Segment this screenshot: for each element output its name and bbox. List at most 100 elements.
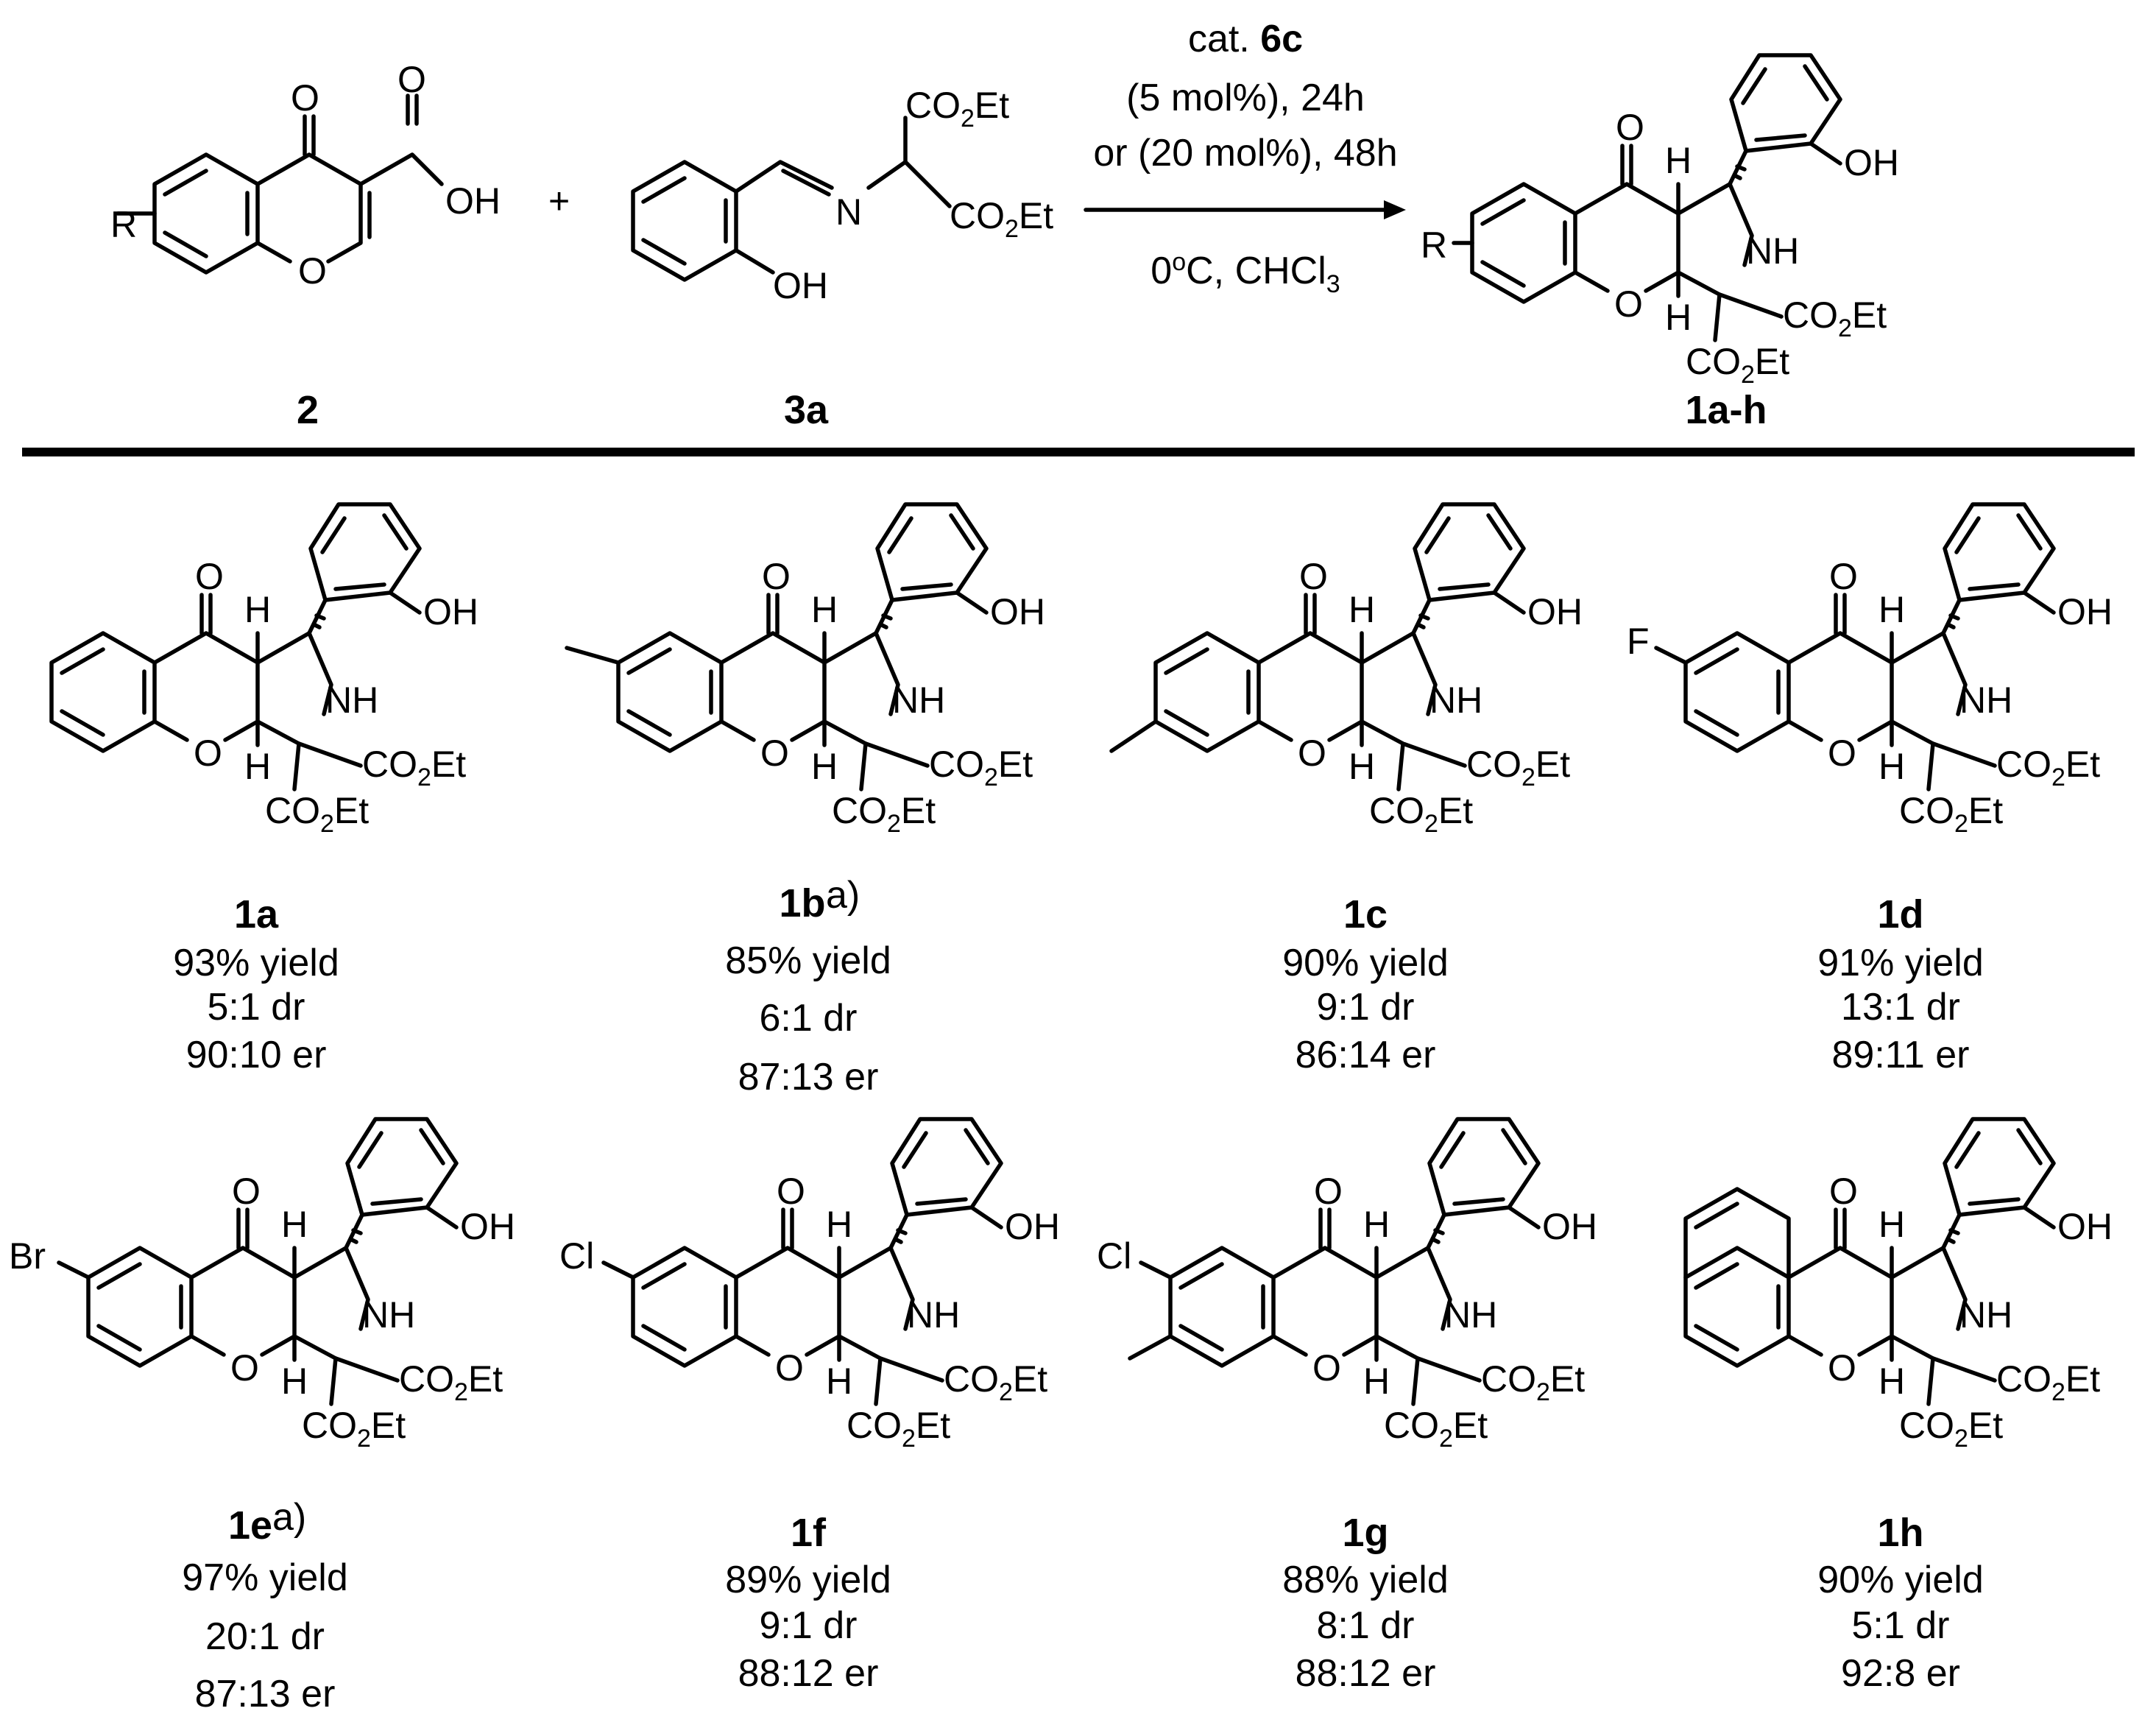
svg-text:H: H [1363,1204,1390,1245]
product-1h-structure: O O H H NH OH CO2Et CO2Et [1683,1119,2113,1453]
svg-text:CO2Et: CO2Et [1996,1358,2100,1406]
caption-1f: 1f 89% yield 9:1 dr 88:12 er [725,1511,891,1695]
svg-text:H: H [1878,746,1905,787]
plus-sign: + [548,180,570,222]
reactant-2-structure: O O O OH R [110,59,501,292]
svg-text:H: H [1665,297,1692,338]
svg-text:1b: 1b [779,881,825,925]
svg-text:Br: Br [9,1235,46,1277]
svg-text:H: H [1665,140,1692,181]
svg-text:Cl: Cl [559,1235,594,1277]
svg-text:NH: NH [1429,680,1482,721]
product-1b-structure: O O H H NH OH CO2Et CO2Et [565,504,1045,838]
caption-1e: 1e a) 97% yield 20:1 dr 87:13 er [182,1496,347,1715]
conditions-line-1: cat. 6c [1188,18,1303,60]
svg-text:90% yield: 90% yield [1282,942,1448,984]
svg-text:OH: OH [460,1206,515,1247]
caption-1c: 1c 90% yield 9:1 dr 86:14 er [1282,892,1448,1076]
svg-text:CO2Et: CO2Et [362,744,466,791]
svg-text:H: H [281,1361,308,1402]
svg-text:NH: NH [907,1294,960,1336]
svg-text:CO2Et: CO2Et [1686,341,1789,389]
svg-text:87:13 er: 87:13 er [195,1673,336,1715]
svg-text:O: O [195,556,224,597]
svg-text:OH: OH [2057,1206,2113,1247]
conditions-line-2: (5 mol%), 24h [1126,77,1365,119]
svg-text:F: F [1627,621,1650,662]
atom-O: O [397,59,426,100]
svg-text:O: O [232,1171,261,1212]
svg-text:O: O [1829,1171,1858,1212]
svg-text:O: O [194,733,222,774]
ester-label: CO2Et [950,195,1053,243]
svg-text:H: H [826,1361,852,1402]
svg-text:NH: NH [362,1294,415,1336]
product-1g-structure: Cl O O H H NH OH CO2Et CO2Et [1097,1119,1597,1453]
svg-text:OH: OH [1542,1206,1597,1247]
svg-text:H: H [1349,589,1375,630]
svg-text:CO2Et: CO2Et [399,1358,503,1406]
caption-1b: 1b a) 85% yield 6:1 dr 87:13 er [725,874,891,1098]
svg-text:93% yield: 93% yield [173,942,339,984]
svg-text:OH: OH [423,591,478,632]
svg-text:NH: NH [1746,230,1799,272]
product-label: 1a-h [1685,388,1767,432]
svg-text:O: O [1299,556,1328,597]
svg-text:NH: NH [892,680,945,721]
svg-text:H: H [1878,589,1905,630]
svg-text:H: H [826,1204,852,1245]
reactant-2-label: 2 [297,388,319,432]
svg-text:1a: 1a [234,892,279,936]
reaction-arrow [1084,200,1406,219]
svg-text:H: H [281,1204,308,1245]
svg-text:CO2Et: CO2Et [929,744,1033,791]
svg-text:H: H [811,746,838,787]
svg-text:O: O [760,733,789,774]
svg-text:1h: 1h [1877,1511,1923,1555]
svg-text:CO2Et: CO2Et [1466,744,1570,791]
svg-text:O: O [1312,1347,1341,1389]
svg-text:86:14 er: 86:14 er [1296,1034,1436,1076]
ester-label: CO2Et [905,85,1009,133]
conditions-line-3: or (20 mol%), 48h [1093,132,1397,174]
product-generic-structure: O O H H NH OH CO2Et CO2Et R [1421,55,1899,389]
caption-1a: 1a 93% yield 5:1 dr 90:10 er [173,892,339,1076]
svg-text:CO2Et: CO2Et [847,1405,950,1453]
svg-text:H: H [1349,746,1375,787]
svg-text:8:1 dr: 8:1 dr [1317,1604,1415,1647]
svg-text:O: O [1616,107,1644,148]
svg-text:1f: 1f [791,1511,827,1555]
svg-text:NH: NH [325,680,378,721]
svg-text:OH: OH [1844,142,1899,183]
svg-text:R: R [1421,225,1447,266]
svg-text:CO2Et: CO2Et [1369,790,1473,838]
svg-text:20:1 dr: 20:1 dr [205,1615,325,1658]
svg-text:90% yield: 90% yield [1817,1559,1983,1601]
svg-text:NH: NH [1444,1294,1497,1336]
product-1c-structure: O O H H NH OH CO2Et CO2Et [1109,504,1583,838]
svg-text:90:10 er: 90:10 er [186,1034,327,1076]
product-1a-structure: O O H H NH OH CO2Et CO2Et [52,504,478,838]
svg-text:O: O [1829,556,1858,597]
svg-text:13:1 dr: 13:1 dr [1841,986,1960,1029]
svg-text:OH: OH [990,591,1045,632]
svg-text:O: O [775,1347,804,1389]
svg-text:OH: OH [1005,1206,1060,1247]
svg-text:87:13 er: 87:13 er [738,1056,879,1098]
svg-text:6:1 dr: 6:1 dr [760,997,858,1040]
svg-text:1d: 1d [1877,892,1923,936]
svg-text:O: O [1614,283,1643,325]
svg-text:O: O [230,1347,259,1389]
svg-text:CO2Et: CO2Et [302,1405,406,1453]
atom-O: O [298,250,327,292]
svg-text:a): a) [272,1496,306,1539]
product-1f-structure: Cl O O H H NH OH CO2Et CO2Et [559,1119,1060,1453]
reactant-3a-structure: N OH CO2Et CO2Et [631,85,1053,306]
svg-text:O: O [1314,1171,1343,1212]
caption-1h: 1h 90% yield 5:1 dr 92:8 er [1817,1511,1983,1695]
svg-text:NH: NH [1959,680,2012,721]
svg-text:O: O [1298,733,1326,774]
svg-text:CO2Et: CO2Et [1783,294,1887,342]
svg-text:OH: OH [1527,591,1583,632]
svg-text:CO2Et: CO2Et [265,790,369,838]
